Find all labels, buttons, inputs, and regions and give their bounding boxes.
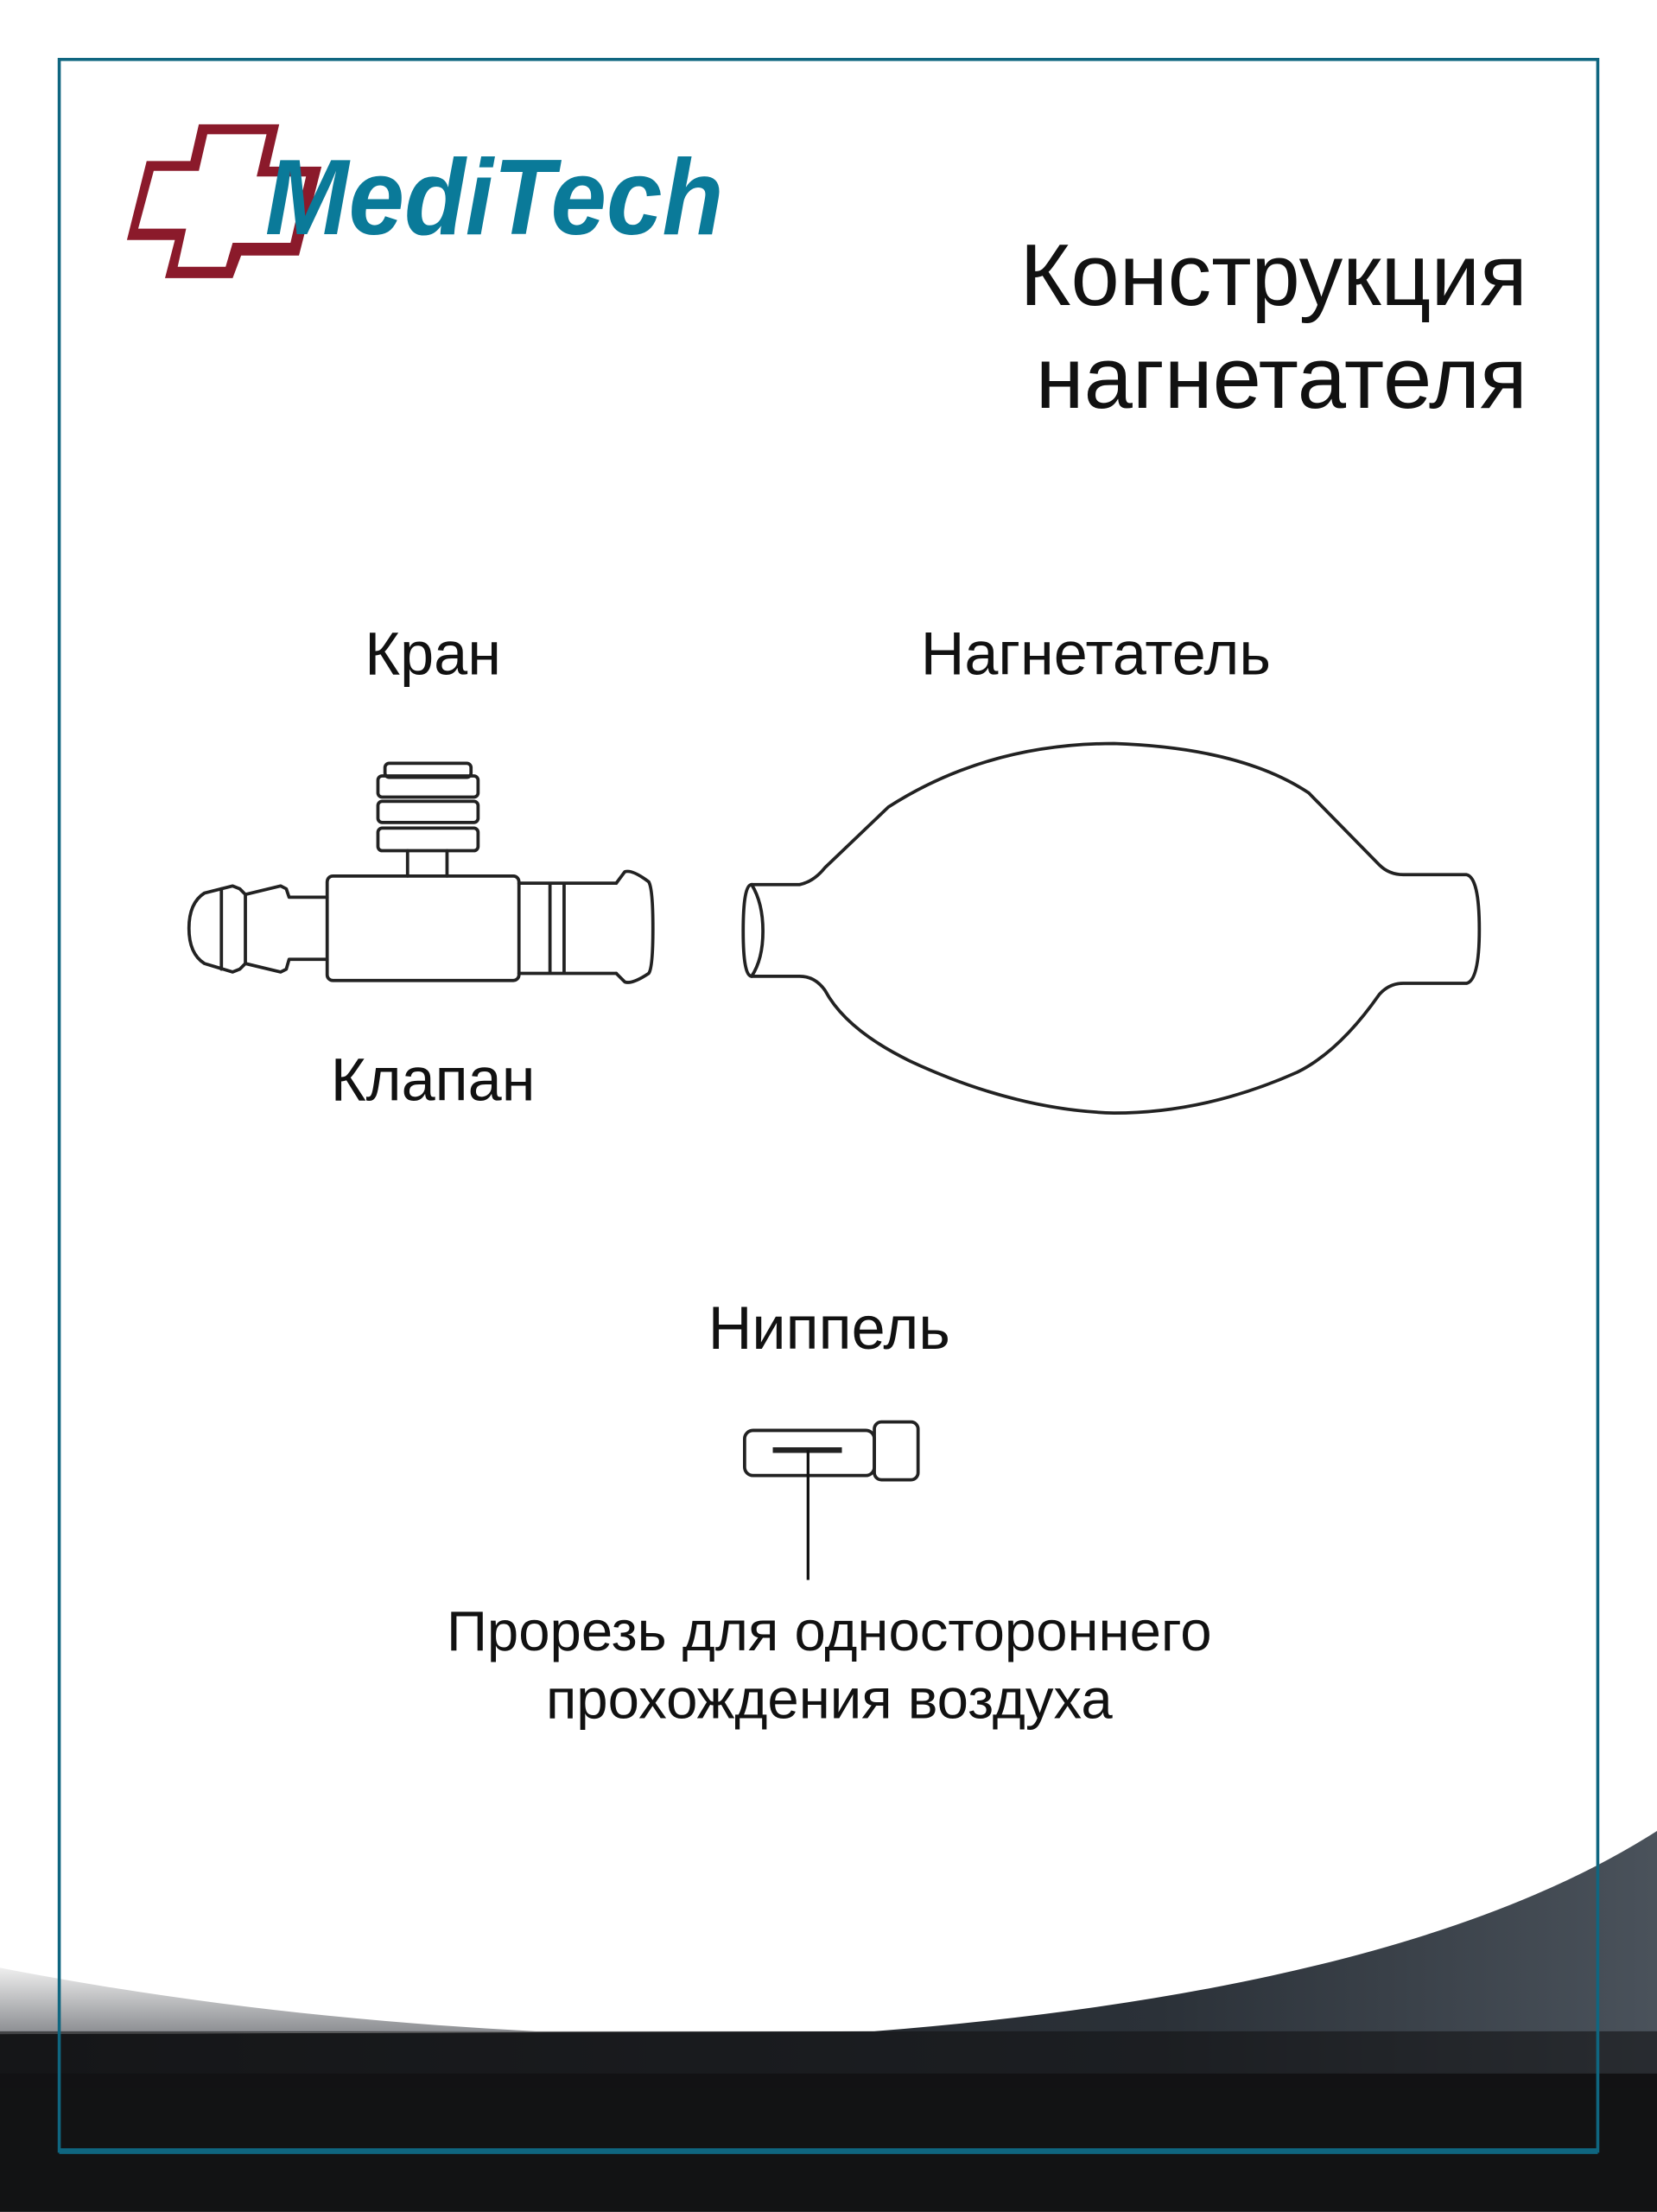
caption-line1: Прорезь для одностороннего xyxy=(447,1599,1212,1662)
label-bulb: Нагнетатель xyxy=(921,620,1271,688)
cross-icon xyxy=(126,124,322,278)
logo-text: MediTech xyxy=(265,138,724,257)
tap-valve-drawing xyxy=(187,761,655,984)
page-title-line1: Конструкция xyxy=(1020,226,1527,324)
page-title-line2: нагнетателя xyxy=(1036,329,1527,427)
meditech-logo: MediTech xyxy=(126,124,724,278)
label-tap: Кран xyxy=(365,620,501,688)
label-nipple: Ниппель xyxy=(708,1294,950,1362)
caption-line2: прохождения воздуха xyxy=(546,1667,1113,1730)
nipple-drawing xyxy=(742,1420,920,1580)
background-swoosh xyxy=(0,1831,1657,2212)
label-valve: Клапан xyxy=(331,1045,536,1113)
bulb-drawing xyxy=(741,741,1482,1116)
